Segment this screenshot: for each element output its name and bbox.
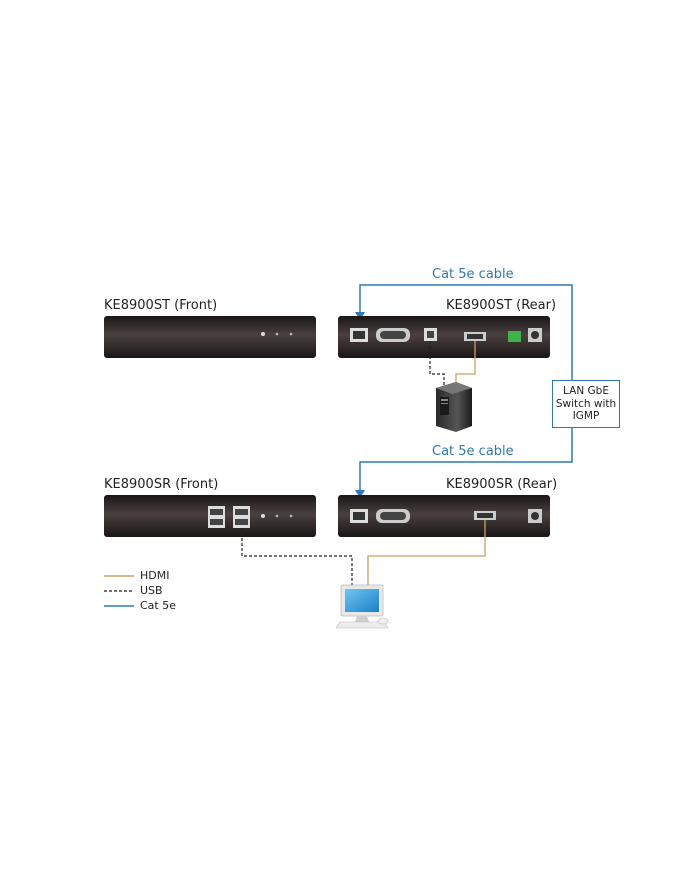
usb-cable-st xyxy=(429,341,445,386)
switch-line-3: IGMP xyxy=(572,410,600,423)
usb-cable-sr xyxy=(241,528,353,586)
cat5e-cable-bottom xyxy=(355,428,573,498)
ke8900sr-front-device xyxy=(104,495,316,537)
ke8900st-rear-device xyxy=(338,316,550,358)
switch-line-1: LAN GbE xyxy=(563,385,609,398)
label-sr-rear: KE8900SR (Rear) xyxy=(446,477,558,492)
legend-cat5e-label: Cat 5e xyxy=(140,599,176,612)
ke8900st-front-device xyxy=(104,316,316,358)
legend-hdmi-label: HDMI xyxy=(140,569,170,582)
ke8900sr-rear-device xyxy=(338,495,550,537)
label-cable-top: Cat 5e cable xyxy=(432,267,514,282)
switch-line-2: Switch with xyxy=(555,397,617,410)
label-st-rear: KE8900ST (Rear) xyxy=(446,298,557,313)
legend-usb-label: USB xyxy=(140,584,163,597)
computer-tower-icon xyxy=(436,382,472,432)
label-sr-front: KE8900SR (Front) xyxy=(104,477,219,492)
hdmi-cable-sr xyxy=(367,520,486,586)
label-st-front: KE8900ST (Front) xyxy=(104,298,218,313)
desktop-pc-icon xyxy=(335,584,389,629)
label-cable-bottom: Cat 5e cable xyxy=(432,444,514,459)
lan-switch-box: LAN GbE Switch with IGMP xyxy=(552,380,620,428)
hdmi-cable-st xyxy=(455,341,476,386)
